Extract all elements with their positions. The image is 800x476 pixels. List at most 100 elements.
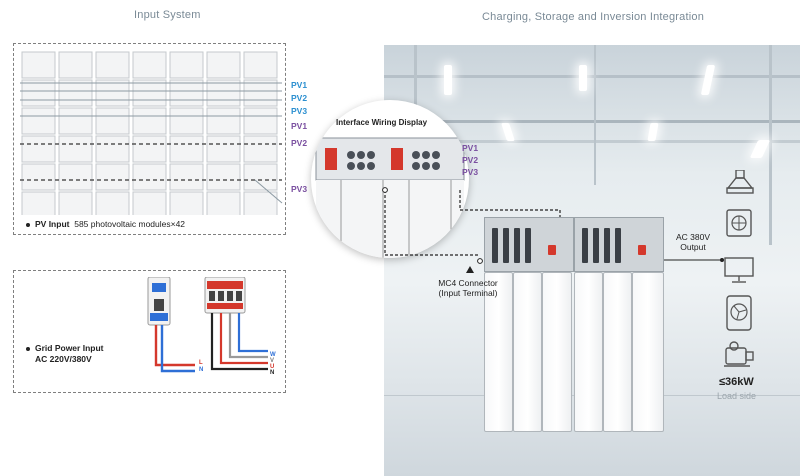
input-system-title: Input System — [134, 9, 201, 21]
ceiling-light — [647, 123, 659, 141]
pv-panel — [58, 191, 93, 215]
pv1-blue-label: PV1 — [291, 80, 308, 90]
pv3-purple-label: PV3 — [291, 184, 308, 194]
ceiling-light — [700, 65, 716, 95]
breaker-n3-label: N — [270, 370, 275, 376]
breaker-u-label: U — [270, 364, 275, 370]
pv-panel — [95, 135, 130, 163]
mc4-line1: MC4 Connector — [438, 278, 498, 288]
bullet-icon — [26, 346, 30, 351]
cabinet-switch — [638, 245, 646, 255]
pv-panel — [58, 51, 93, 79]
breaker-n-label: N — [199, 367, 204, 373]
ceiling-light — [444, 65, 452, 95]
battery-module — [632, 272, 664, 432]
pv-input-caption: PV Input 585 photovoltaic modules×42 — [26, 219, 185, 229]
battery-module — [542, 272, 572, 432]
interface-pv2-label: PV2 — [462, 155, 479, 165]
grid-input-box — [13, 270, 286, 393]
battery-module — [603, 272, 632, 432]
grid-caption-line2: AC 220V/380V — [35, 354, 92, 364]
air-conditioner-icon — [726, 209, 752, 237]
pv-caption-text: 585 photovoltaic modules×42 — [74, 219, 186, 229]
pv-panel — [206, 79, 241, 107]
pv-panel — [206, 51, 241, 79]
pv2-purple-label: PV2 — [291, 138, 308, 148]
pv-panel — [132, 79, 167, 107]
pv-panel — [132, 191, 167, 215]
ac-output-line2: Output — [680, 242, 706, 252]
pv-panel — [132, 107, 167, 135]
pv2-blue-label: PV2 — [291, 93, 308, 103]
single-pole-breaker — [147, 277, 195, 373]
pv-panel — [95, 191, 130, 215]
pv-panel — [95, 51, 130, 79]
pv-panel — [58, 163, 93, 191]
pv-array — [21, 51, 278, 215]
pv-panel — [243, 163, 278, 191]
pv-panel-grid — [21, 51, 278, 215]
pv-panel — [243, 135, 278, 163]
pv-caption-bold: PV Input — [35, 219, 70, 229]
pv-panel — [206, 135, 241, 163]
pv-panel — [21, 191, 56, 215]
three-pole-breaker — [204, 277, 268, 371]
ac-output-label: AC 380V Output — [668, 232, 718, 252]
interface-pv3-label: PV3 — [462, 167, 479, 177]
pv-panel — [95, 79, 130, 107]
pv-panel — [21, 163, 56, 191]
pv-panel — [21, 107, 56, 135]
pv-wiring — [20, 82, 283, 204]
grid-input-caption: Grid Power Input AC 220V/380V — [26, 343, 103, 365]
pv-panel — [58, 107, 93, 135]
pv-panel — [206, 107, 241, 135]
pv-panel — [206, 191, 241, 215]
pv-panel — [132, 163, 167, 191]
ceiling-light — [501, 123, 515, 141]
pv-panel — [169, 107, 204, 135]
breaker-v-label: V — [270, 358, 275, 364]
pv-panel — [243, 79, 278, 107]
pv3-blue-label: PV3 — [291, 106, 308, 116]
battery-module — [513, 272, 542, 432]
bullet-icon — [26, 222, 30, 227]
pv-panel — [58, 79, 93, 107]
breaker-l-label: L — [199, 360, 203, 366]
pv-panel — [169, 163, 204, 191]
battery-module — [484, 272, 513, 432]
cabinet-switch — [548, 245, 556, 255]
fan-icon — [726, 295, 752, 331]
monitor-icon — [724, 257, 754, 283]
motor-icon — [724, 341, 754, 367]
mc4-label: MC4 Connector (Input Terminal) — [418, 278, 518, 298]
load-side-label: Load side — [717, 391, 757, 401]
pv-panel — [132, 51, 167, 79]
ac-output-line — [664, 258, 724, 262]
pv-panel — [243, 51, 278, 79]
pv-panel — [243, 107, 278, 135]
pv-panel — [21, 79, 56, 107]
mc4-arrow-icon — [466, 266, 474, 273]
load-value: ≤36kW — [719, 376, 754, 388]
pv-panel — [21, 51, 56, 79]
battery-module — [574, 272, 603, 432]
breaker-w-label: W — [270, 352, 276, 358]
pv-panel — [243, 191, 278, 215]
pv-panel — [169, 51, 204, 79]
pv-panel — [95, 163, 130, 191]
pv-panel — [169, 191, 204, 215]
range-hood-icon — [726, 170, 754, 194]
ceiling-light — [579, 65, 587, 91]
pv-panel — [206, 163, 241, 191]
integration-title: Charging, Storage and Inversion Integrat… — [482, 11, 705, 23]
pv-panel — [58, 135, 93, 163]
ac-output-line1: AC 380V — [675, 232, 711, 242]
pv-input-box — [13, 43, 286, 235]
pv1-purple-label: PV1 — [291, 121, 308, 131]
pv-panel — [169, 79, 204, 107]
mc4-line2: (Input Terminal) — [438, 288, 498, 298]
pv-panel — [132, 135, 167, 163]
grid-caption-line1: Grid Power Input — [35, 343, 104, 353]
interface-pv1-label: PV1 — [462, 143, 479, 153]
pv-panel — [21, 135, 56, 163]
